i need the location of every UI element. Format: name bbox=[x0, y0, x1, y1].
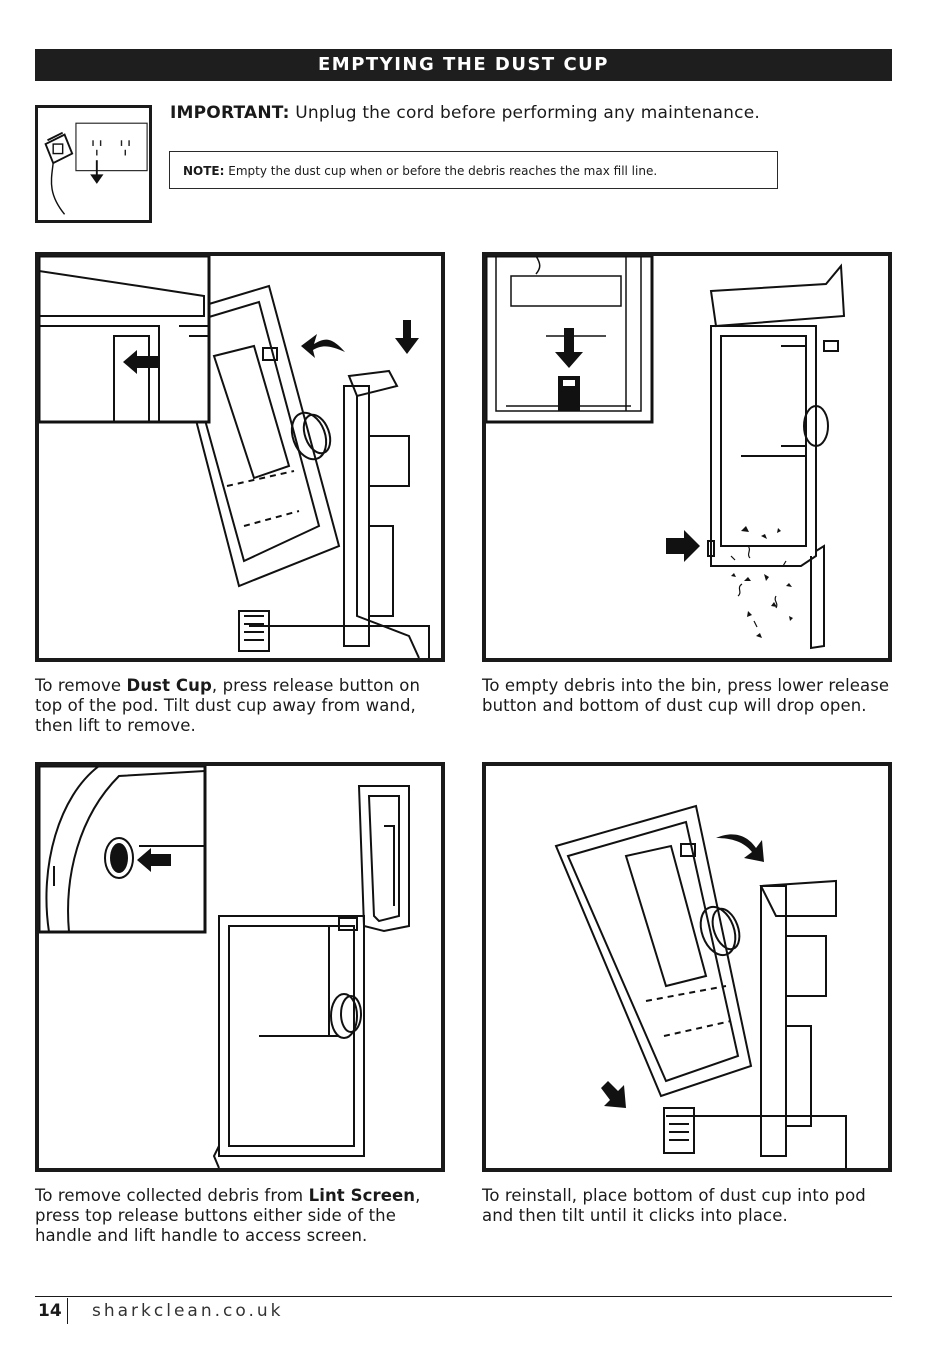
step-3-caption: To remove collected debris from Lint Scr… bbox=[35, 1186, 421, 1245]
note-label: NOTE: bbox=[183, 164, 225, 178]
unplug-illustration bbox=[35, 105, 152, 223]
page-number: 14 bbox=[38, 1301, 62, 1321]
step-1-caption: To remove Dust Cup, press release button… bbox=[35, 676, 421, 735]
note-box: NOTE: Empty the dust cup when or before … bbox=[169, 151, 778, 189]
step-1-illustration bbox=[35, 252, 445, 662]
dust-cup-term: Dust Cup bbox=[126, 676, 212, 695]
step-2-caption: To empty debris into the bin, press lowe… bbox=[482, 676, 890, 715]
step-4-illustration bbox=[482, 762, 892, 1172]
important-text: Unplug the cord before performing any ma… bbox=[289, 103, 760, 123]
section-title: EMPTYING THE DUST CUP bbox=[35, 49, 892, 81]
footer-rule bbox=[35, 1296, 892, 1297]
step-2-illustration bbox=[482, 252, 892, 662]
important-label: IMPORTANT: bbox=[170, 103, 290, 123]
note-text: Empty the dust cup when or before the de… bbox=[224, 164, 658, 178]
important-notice: IMPORTANT: Unplug the cord before perfor… bbox=[170, 103, 760, 123]
footer-divider bbox=[67, 1298, 68, 1324]
step-3-illustration bbox=[35, 762, 445, 1172]
website-link[interactable]: sharkclean.co.uk bbox=[92, 1301, 284, 1321]
step-4-caption: To reinstall, place bottom of dust cup i… bbox=[482, 1186, 866, 1225]
plug-icon bbox=[44, 122, 148, 215]
lint-screen-term: Lint Screen bbox=[308, 1186, 416, 1205]
